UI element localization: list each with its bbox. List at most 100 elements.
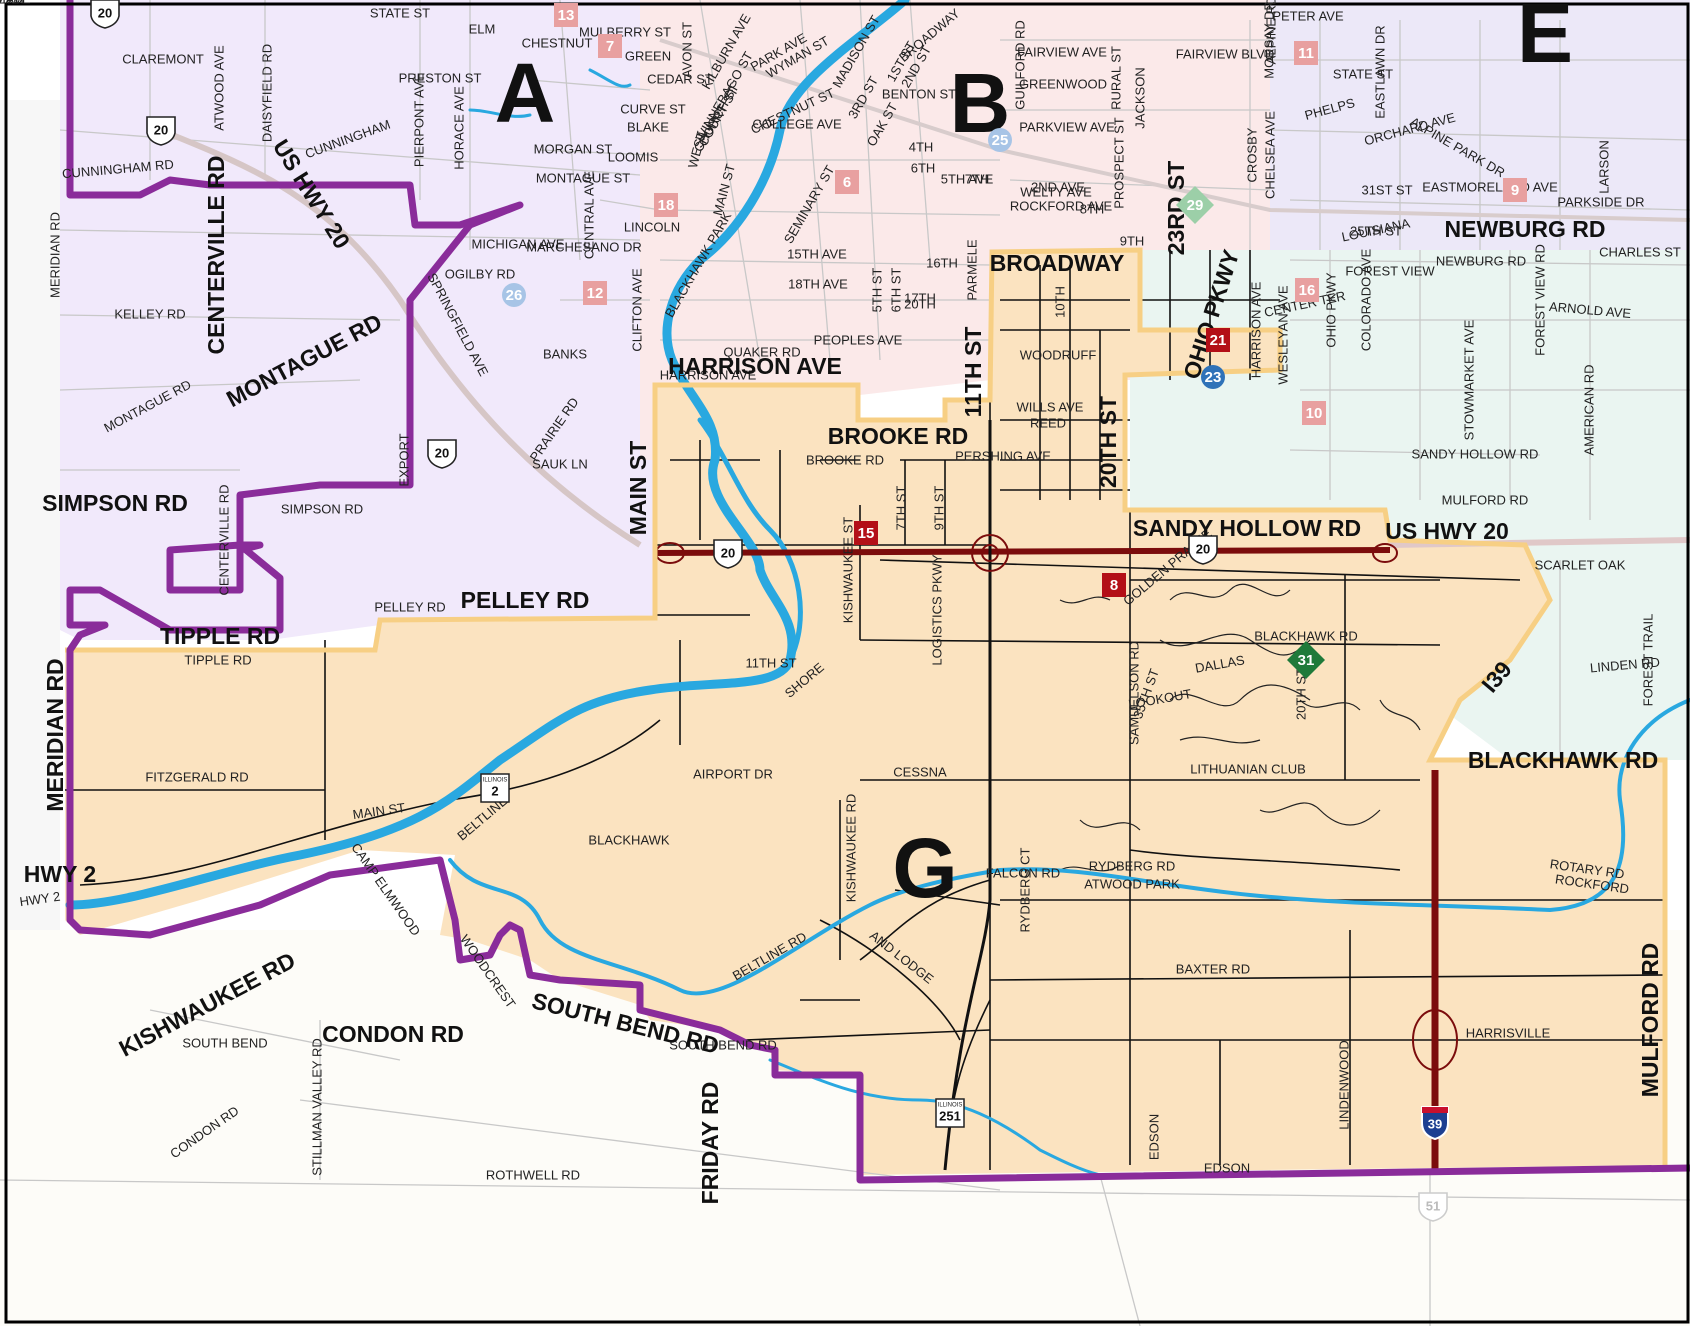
minor-road-label: CENTERVILLE RD <box>216 484 231 595</box>
minor-road-label: KELLEY RD <box>114 306 185 321</box>
marker-square <box>1295 278 1319 302</box>
minor-road-label: PELLEY RD <box>374 599 445 614</box>
district-label-a: A <box>495 46 556 140</box>
minor-road-label: FITZGERALD RD <box>145 769 248 784</box>
facility-marker: 6 <box>835 170 859 194</box>
major-road-label: NEWBURG RD <box>1445 216 1606 242</box>
minor-road-label: MORSAY DR <box>1261 1 1276 79</box>
facility-marker: 12 <box>583 281 607 305</box>
us-route-shield: 20 <box>1188 535 1218 565</box>
minor-road-label: KISHWAUKEE ST <box>840 517 855 623</box>
minor-road-label: HARRISON AVE <box>660 367 757 382</box>
minor-road-label: PIERPONT AVE <box>411 73 426 167</box>
minor-road-label: ROCKFORD AVE <box>1010 198 1113 213</box>
marker-diamond <box>1287 641 1325 679</box>
minor-road-label: EDSON <box>1146 1114 1161 1160</box>
minor-road-label: SAMUELSON RD <box>1126 641 1141 745</box>
minor-road-label: HWY 2 <box>19 889 62 910</box>
marker-number: 11 <box>1298 45 1314 62</box>
minor-road-label: LINCOLN <box>624 219 680 234</box>
minor-road-label: 15TH AVE <box>787 246 847 261</box>
minor-road-label: WOODRUFF <box>1020 347 1097 362</box>
minor-road-label: REED <box>1030 415 1066 430</box>
minor-road-label: 18TH AVE <box>788 276 848 291</box>
shield-number: 20 <box>154 122 168 137</box>
minor-road-label: EDSON <box>1204 1160 1250 1175</box>
minor-road-label: RYDBERG CT <box>1017 847 1032 932</box>
minor-road-label: SANDY HOLLOW RD <box>1412 446 1539 461</box>
shield-caption: ILLINOIS <box>938 1103 963 1109</box>
minor-road-label: OGILBY RD <box>445 266 516 281</box>
minor-road-label: OHIO PKWY <box>1323 272 1338 347</box>
shield-number: 20 <box>98 5 112 20</box>
major-road-label: CONDON RD <box>322 1021 464 1047</box>
shield-caption: ILLINOIS <box>483 778 508 784</box>
minor-road-label: PRESTON ST <box>399 70 482 85</box>
minor-road-label: COLORADO AVE <box>1358 248 1373 351</box>
minor-road-label: SAUK LN <box>532 456 588 471</box>
facility-marker: 18 <box>654 193 678 217</box>
minor-road-label: 17TH <box>904 290 936 305</box>
minor-road-label: ROTHWELL RD <box>486 1167 580 1182</box>
major-road-label: BROOKE RD <box>828 423 969 449</box>
minor-road-label: RYDBERG RD <box>1089 858 1175 873</box>
minor-road-label: BROOKE RD <box>806 452 884 467</box>
facility-marker: 23 <box>1201 365 1225 389</box>
major-road-label: 20TH ST <box>1095 396 1121 488</box>
minor-road-label: HARRISVILLE <box>1466 1025 1551 1040</box>
marker-number: 10 <box>1306 405 1323 422</box>
minor-road-label: LOGISTICS PKWY <box>929 554 944 666</box>
us-hwy-20-west <box>158 127 642 548</box>
marker-number: 18 <box>658 197 675 214</box>
marker-square <box>1294 41 1318 65</box>
marker-square <box>654 193 678 217</box>
interstate-shield: 39 <box>1421 1106 1449 1141</box>
marker-circle <box>988 128 1012 152</box>
marker-square <box>583 281 607 305</box>
minor-road-label: FOREST VIEW RD <box>1532 244 1547 356</box>
rivers <box>65 0 1690 1177</box>
major-road-label: CENTERVILLE RD <box>203 156 229 355</box>
us-route-shield: 20 <box>713 539 743 569</box>
minor-road-label: Y BLVD <box>0 0 23 6</box>
minor-road-label: 20TH <box>904 296 936 311</box>
minor-road-label: WELTY AVE <box>1020 184 1092 199</box>
creek-north-b <box>588 68 632 88</box>
shield-shape <box>90 0 120 29</box>
minor-road-label: KISHWAUKEE RD <box>843 794 858 903</box>
major-road-label: HWY 2 <box>24 861 96 887</box>
shield-shape <box>1421 1106 1449 1141</box>
us-route-shield: 20 <box>90 0 120 29</box>
minor-road-label: MULFORD RD <box>1442 492 1529 507</box>
major-road-label: HARRISON AVE <box>668 353 842 379</box>
minor-road-label: LOOMIS <box>608 149 659 164</box>
minor-road-label: AIRPORT DR <box>693 766 773 781</box>
facility-marker: 15 <box>854 521 878 545</box>
minor-road-label: LINDEN RD <box>1589 654 1660 675</box>
facility-marker: 16 <box>1295 278 1319 302</box>
marker-square <box>1206 328 1230 352</box>
minor-road-label: 9TH ST <box>931 486 946 531</box>
kishwaukee-river <box>448 698 1690 996</box>
minor-road-label: FOREST VIEW <box>1345 263 1435 278</box>
minor-road-label: MARCHESANO DR <box>526 239 642 254</box>
minor-road-label: STOWMARKET AVE <box>1461 319 1476 440</box>
facility-marker: 13 <box>554 3 578 27</box>
map-frame <box>4 2 1690 1324</box>
shield-shape <box>1418 1192 1448 1222</box>
minor-road-label: WESLEYAN AVE <box>1275 285 1290 385</box>
minor-road-label: ATWOOD PARK <box>1084 876 1180 891</box>
major-road-label: BLACKHAWK RD <box>1468 747 1658 773</box>
major-road-label: MULFORD RD <box>1637 943 1663 1098</box>
downtown-arterial <box>659 38 1690 222</box>
rock-river-channel <box>697 417 803 663</box>
minor-road-label: GREEN <box>625 48 671 63</box>
minor-road-label: 10TH <box>1052 286 1067 318</box>
facility-marker: 9 <box>1503 178 1527 202</box>
minor-road-label: 23RD AVE <box>0 0 31 6</box>
minor-road-label: SOUTH BEND RD <box>669 1037 777 1052</box>
minor-road-label: FALCON RD <box>986 865 1060 880</box>
facility-marker: 26 <box>502 283 526 307</box>
